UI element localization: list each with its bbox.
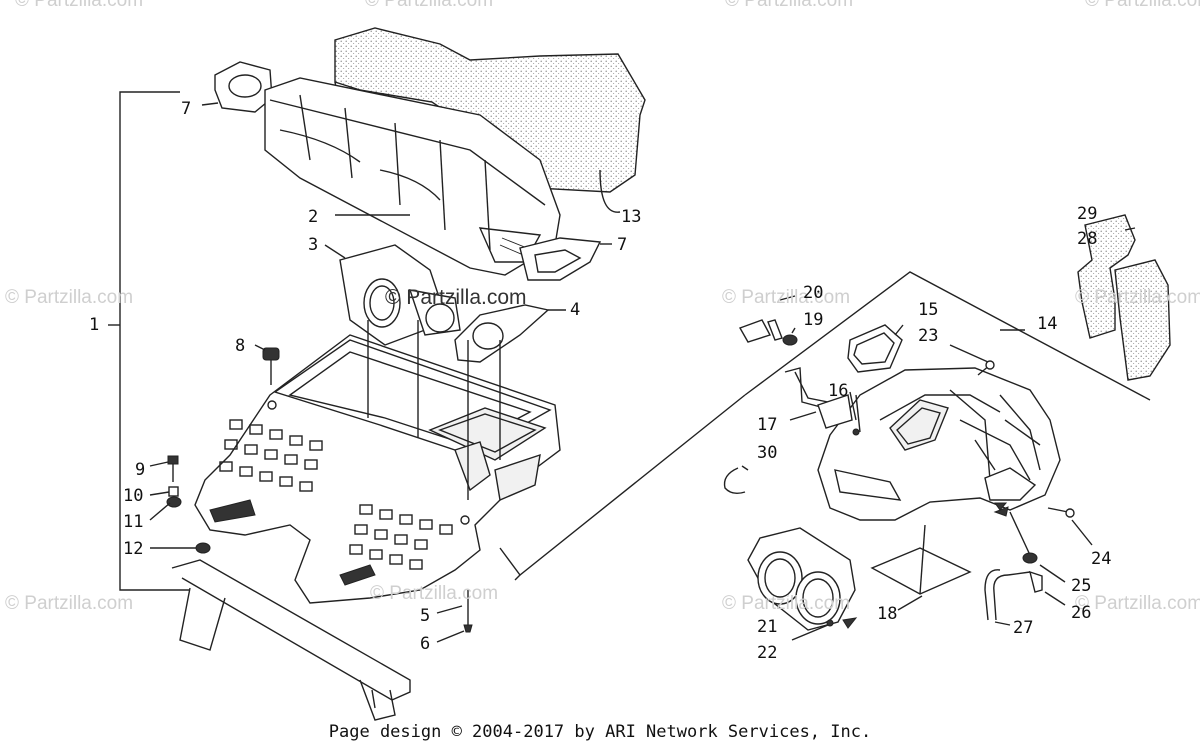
callout-30: 30 (757, 443, 778, 463)
parts-19-20-fitting (738, 295, 798, 346)
callout-25: 25 (1071, 576, 1092, 596)
callout-18: 18 (877, 604, 898, 624)
leader-tray-to-airbox (499, 394, 746, 581)
callout-7-upper: 7 (181, 99, 192, 119)
base-tray (194, 320, 561, 604)
tray-grid (219, 419, 453, 570)
watermark: © Partzilla.com (725, 0, 854, 11)
watermark: © Partzilla.com (370, 583, 499, 604)
callout-16: 16 (828, 381, 849, 401)
callout-2: 2 (308, 207, 319, 227)
callout-15: 15 (918, 300, 939, 320)
callout-26: 26 (1071, 603, 1092, 623)
callout-17: 17 (757, 415, 778, 435)
callout-5: 5 (420, 606, 431, 626)
parts-21-22-inlet-boot (747, 527, 858, 641)
page-footer: Page design © 2004-2017 by ARI Network S… (328, 722, 872, 742)
part-2-airbox-housing (264, 77, 561, 276)
callout-11: 11 (123, 512, 144, 532)
watermark: © Partzilla.com (5, 593, 134, 614)
callout-12: 12 (123, 539, 144, 559)
callout-27: 27 (1013, 618, 1034, 638)
arrow-marker (993, 506, 1009, 517)
callout-9: 9 (135, 460, 146, 480)
watermark: © Partzilla.com (365, 0, 494, 11)
callout-22: 22 (757, 643, 778, 663)
parts-28-29-filter (1077, 214, 1171, 381)
watermark: © Partzilla.com (1075, 593, 1200, 614)
part-4-gasket (454, 304, 566, 363)
callout-28: 28 (1077, 229, 1098, 249)
parts-16-17-breather (784, 367, 861, 436)
part-7-upper-gasket (201, 61, 273, 113)
part-23-screw (949, 344, 995, 376)
fasteners-5-6 (436, 590, 473, 643)
part-15-seal (847, 324, 904, 373)
part-14-airbox-body (817, 367, 1061, 521)
callout-14: 14 (1037, 314, 1058, 334)
callout-20: 20 (803, 283, 824, 303)
callout-29: 29 (1077, 204, 1098, 224)
callout-19: 19 (803, 310, 824, 330)
part-18-decal (870, 524, 972, 611)
callout-24: 24 (1091, 549, 1112, 569)
callout-13: 13 (621, 207, 642, 227)
center-watermark: © Partzilla.com (385, 286, 527, 309)
parts-25-27-drain (984, 511, 1066, 626)
part-24-screw (1047, 507, 1093, 546)
part-7-right-gasket (519, 237, 612, 281)
watermark: © Partzilla.com (1085, 0, 1200, 11)
watermark: © Partzilla.com (1075, 287, 1200, 308)
watermark: © Partzilla.com (722, 287, 851, 308)
callout-7-right: 7 (617, 235, 628, 255)
watermark: © Partzilla.com (722, 593, 851, 614)
callout-10: 10 (123, 486, 144, 506)
callout-23: 23 (918, 326, 939, 346)
frame-rail (171, 559, 411, 721)
callout-1: 1 (89, 315, 100, 335)
callout-3: 3 (308, 235, 319, 255)
watermark: © Partzilla.com (5, 287, 134, 308)
fasteners-9-12 (149, 455, 211, 554)
callout-8: 8 (235, 336, 246, 356)
watermark: © Partzilla.com (15, 0, 144, 11)
part-30-clamp (723, 465, 749, 495)
part-14-outline (744, 271, 1151, 401)
callout-21: 21 (757, 617, 778, 637)
part-3-duct (324, 244, 461, 346)
callout-6: 6 (420, 634, 431, 654)
callout-4: 4 (570, 300, 581, 320)
bracket-1 (108, 91, 190, 591)
part-8-grommet (254, 344, 280, 385)
